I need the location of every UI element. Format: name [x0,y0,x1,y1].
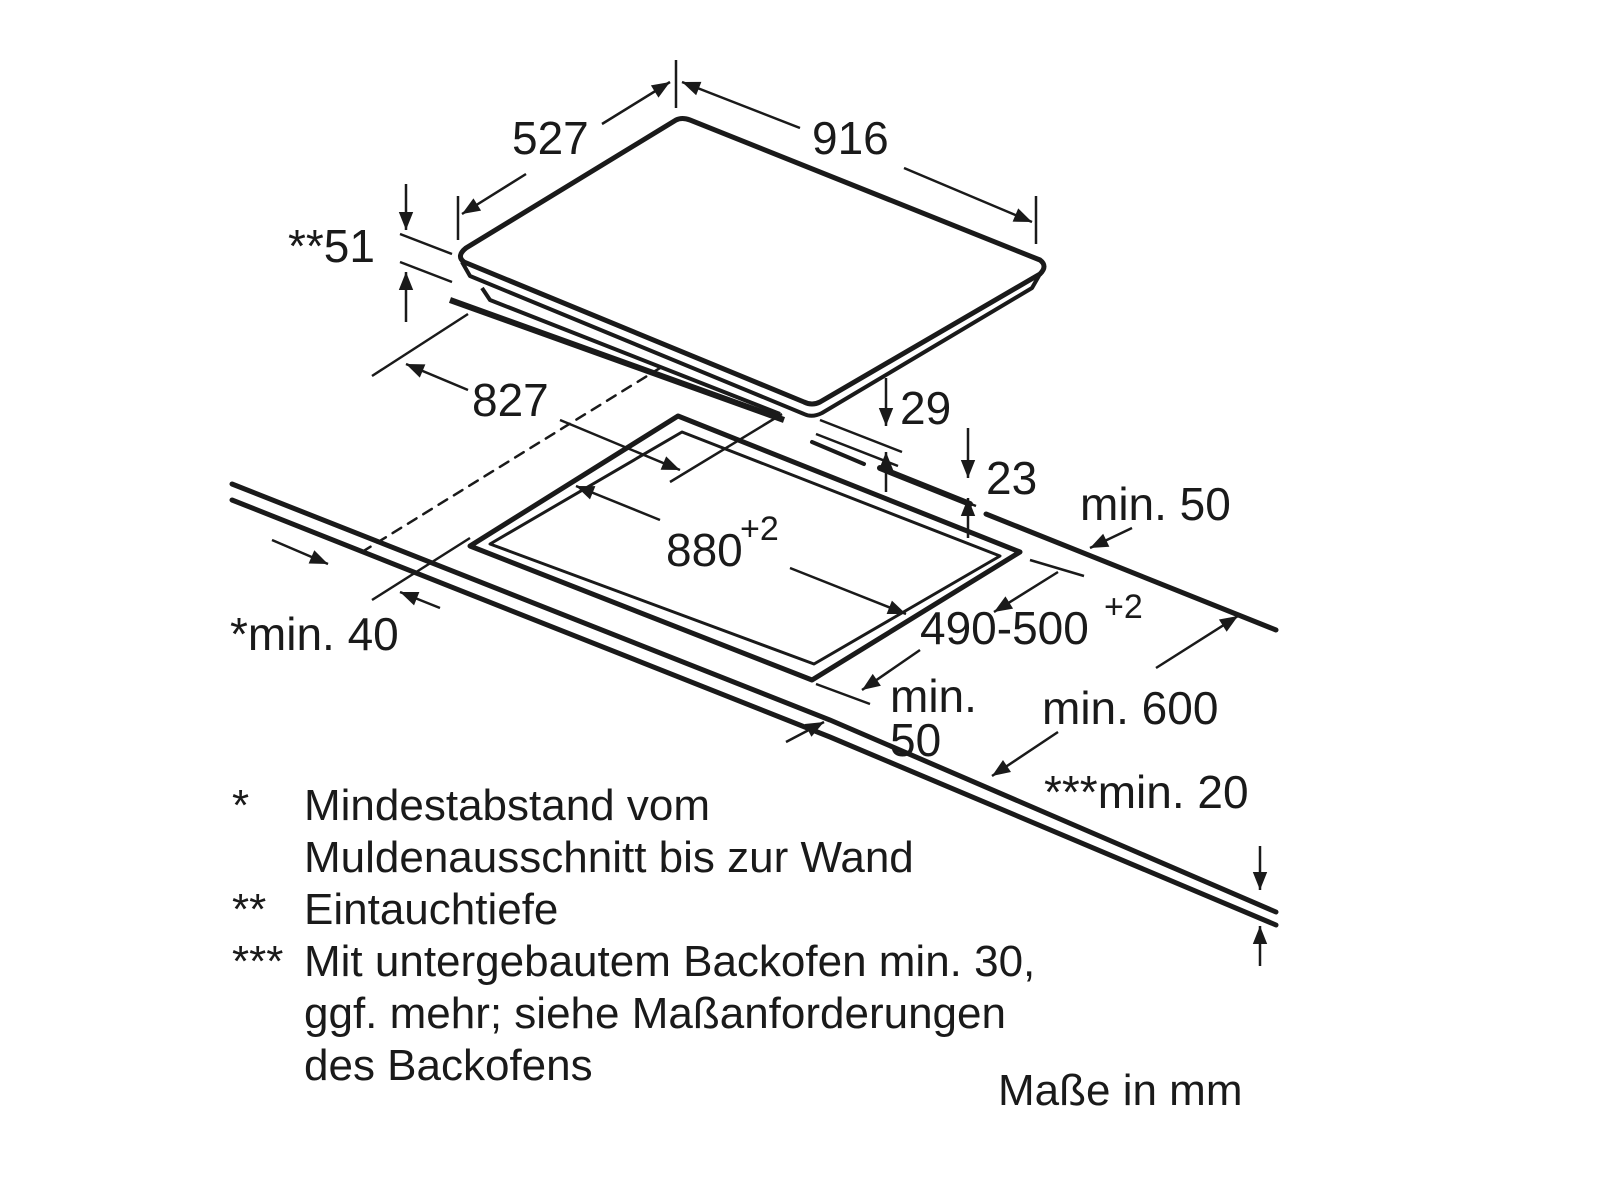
footnote-text: Eintauchtiefe [304,885,559,934]
dim-min-right-label: min. 50 [1080,478,1231,530]
dimension-lines [271,60,1268,966]
hob-outline [448,116,1047,423]
dim-width-label: 916 [812,112,889,164]
dim-min-front-label-line1: min. [890,670,977,722]
footnote-text: Muldenausschnitt bis zur Wand [304,833,914,882]
footnote-text: ggf. mehr; siehe Maßanforderungen [304,989,1006,1038]
footnote-text: des Backofens [304,1041,593,1090]
footnote-legend: * Mindestabstand vom Muldenausschnitt bi… [232,780,1035,1092]
dim-cutout-depth-tolerance: +2 [1104,588,1143,626]
dim-bottom-width-label: 827 [472,374,549,426]
dim-depth-label: 527 [512,112,589,164]
dim-cutout-width-label: 880 [666,524,743,576]
units-note: Maße in mm [998,1066,1243,1115]
footnote-text: Mindestabstand vom [304,781,710,830]
dim-cutout-depth-label: 490-500 [920,602,1089,654]
dim-bottom-offset-label: 23 [986,452,1037,504]
dim-min-front-label-line2: 50 [890,714,941,766]
dim-min-thickness-label: ***min. 20 [1044,766,1249,818]
dim-immersion-depth-label: **51 [288,220,375,272]
cutout-opening [467,413,1023,683]
footnote-mark: *** [232,937,284,986]
dim-min-countertop-depth-label: min. 600 [1042,682,1218,734]
dim-right-height-label: 29 [900,382,951,434]
dim-min-wall-label: *min. 40 [230,608,399,660]
footnote-3: *** Mit untergebautem Backofen min. 30, … [232,936,1035,1092]
footnote-1: * Mindestabstand vom Muldenausschnitt bi… [232,780,1035,884]
footnote-2: ** Eintauchtiefe [232,884,1035,936]
footnote-mark: * [232,781,250,830]
footnote-text: Mit untergebautem Backofen min. 30, [304,937,1036,986]
footnote-mark: ** [232,885,267,934]
dim-cutout-width-tolerance: +2 [740,510,779,548]
